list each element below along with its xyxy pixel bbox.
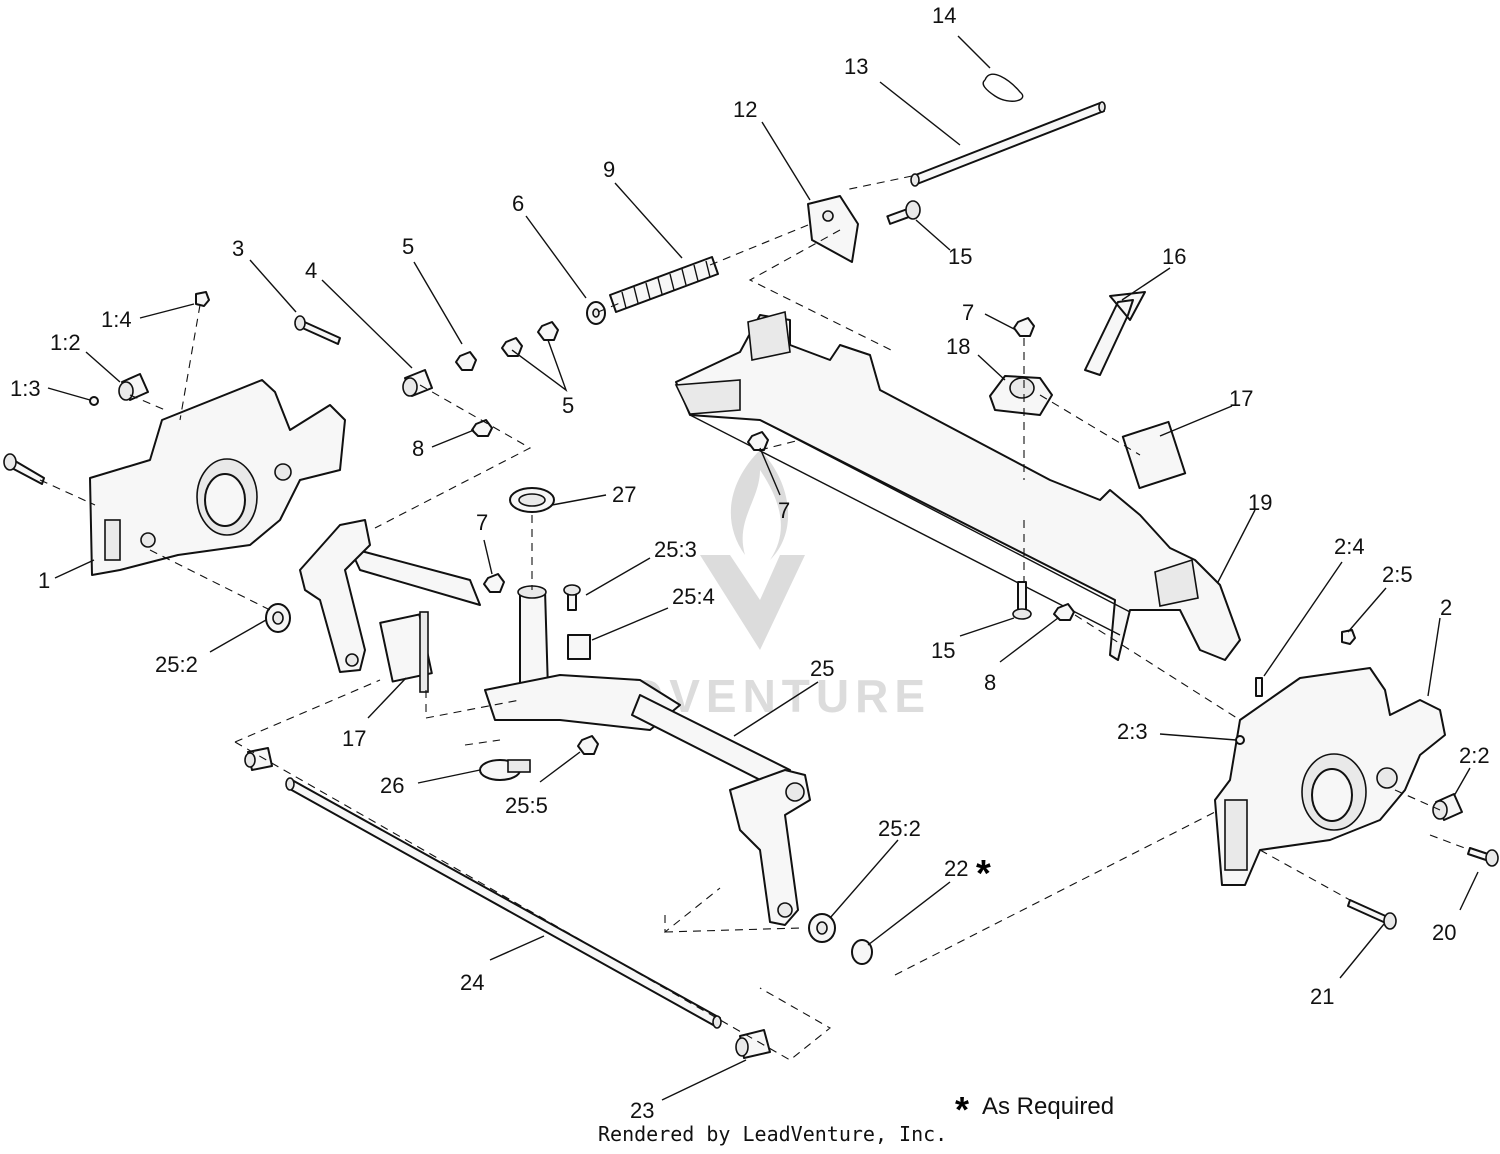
part-4-spacer [402,369,433,397]
callout-16: 16 [1162,244,1186,269]
part-5-nut-c [455,351,477,371]
part-24-rod [285,777,722,1029]
callout-13: 13 [844,54,868,79]
callout-21: 21 [1310,984,1334,1009]
callout-4: 4 [305,258,317,283]
callout-2-2: 2:2 [1459,743,1490,768]
part-1-2-bushing [118,373,149,401]
callout-2-4: 2:4 [1334,534,1365,559]
callout-1: 1 [38,568,50,593]
part-25-4-clip [567,634,591,660]
part-1-4-screw [195,291,210,307]
callout-18: 18 [946,334,970,359]
part-25-2-bushing-b [808,913,836,943]
callout-3: 3 [232,236,244,261]
part-15-bolt-top [886,200,921,225]
part-1-bolt [3,453,45,485]
part-20-bolt [1467,847,1499,867]
credit-text: Rendered by LeadVenture, Inc. [598,1122,947,1146]
part-17-clip-b [379,611,433,693]
callout-25-4: 25:4 [672,584,715,609]
alignment-lines [39,175,1471,1061]
part-19-frame [674,310,1241,661]
part-23-bushing-a [244,747,273,771]
callout-2-5: 2:5 [1382,562,1413,587]
callout-1-4: 1:4 [101,307,132,332]
callout-25-3: 25:3 [654,537,697,562]
part-3-bolt [294,315,341,345]
part-16-handle [1084,291,1146,376]
part-1-3-fitting [89,396,99,406]
watermark-v-icon [700,555,805,650]
callout-7-middle: 7 [476,510,488,535]
part-2-2-bushing [1432,793,1463,821]
callout-24: 24 [460,970,484,995]
part-25-2-bushing-a [265,603,291,633]
part-2-right-plate [1214,667,1446,886]
part-27-seal [509,487,555,513]
part-8-nut-a [471,419,493,437]
part-1-left-plate [89,379,346,576]
callout-26: 26 [380,773,404,798]
part-18-pivot [989,375,1053,416]
callout-22: 22 [944,856,968,881]
part-21-bolt [1347,899,1397,930]
callout-5-bottom: 5 [562,393,574,418]
callout-15-lower: 15 [931,638,955,663]
callout-12: 12 [733,97,757,122]
callout-8-upper: 8 [412,436,424,461]
callout-19: 19 [1248,490,1272,515]
note-asterisk: * [955,1089,969,1130]
callout-25-2-right: 25:2 [878,816,921,841]
callout-27: 27 [612,482,636,507]
part-12-bracket [807,195,859,263]
callout-9: 9 [603,157,615,182]
callout-25-2-left: 25:2 [155,652,198,677]
part-8-nut-b [1053,603,1075,621]
callout-6: 6 [512,191,524,216]
part-25-3-pin [563,584,581,611]
callout-14: 14 [932,3,956,28]
callout-1-2: 1:2 [50,330,81,355]
callout-20: 20 [1432,920,1456,945]
callout-23: 23 [630,1098,654,1123]
callout-25: 25 [810,656,834,681]
callout-7-frame: 7 [778,498,790,523]
callout-17-left: 17 [342,726,366,751]
part-23-bushing-b [735,1029,771,1059]
callout-17-right: 17 [1229,386,1253,411]
part-25-5-nut [577,735,599,755]
callout-labels: 14 13 12 9 6 3 4 5 5 1:4 1:2 1:3 1 8 15 … [10,3,1490,1123]
part-13-rod [910,101,1106,187]
leader-lines [47,35,1479,1101]
callout-2-3: 2:3 [1117,719,1148,744]
callout-15-upper: 15 [948,244,972,269]
callout-2: 2 [1440,595,1452,620]
part-5-nut-a [537,321,559,341]
part-2-4-pin [1255,677,1263,697]
part-2-3-fitting [1235,735,1245,745]
callout-7-top: 7 [962,300,974,325]
part-7-nut-c [483,573,505,593]
watermark-flame-icon [730,450,789,560]
part-9-spring [609,256,719,313]
callout-25-5: 25:5 [505,793,548,818]
part-14-hairpin [982,73,1024,102]
callout-1-3: 1:3 [10,376,41,401]
part-7-nut-a [747,431,769,451]
part-7-nut-b [1013,317,1035,337]
part-22-washer [851,939,873,965]
note-text: As Required [982,1093,1114,1120]
callout-22-asterisk: * [976,853,991,895]
footer: * As Required Rendered by LeadVenture, I… [598,1089,1114,1146]
part-5-nut-b [501,337,523,357]
callout-5-top: 5 [402,234,414,259]
part-26-pin [479,759,531,781]
part-15-bolt-bottom [1012,581,1032,620]
callout-8-lower: 8 [984,670,996,695]
part-25-lift-arm [299,519,811,926]
part-17-clip-a [1121,420,1187,490]
